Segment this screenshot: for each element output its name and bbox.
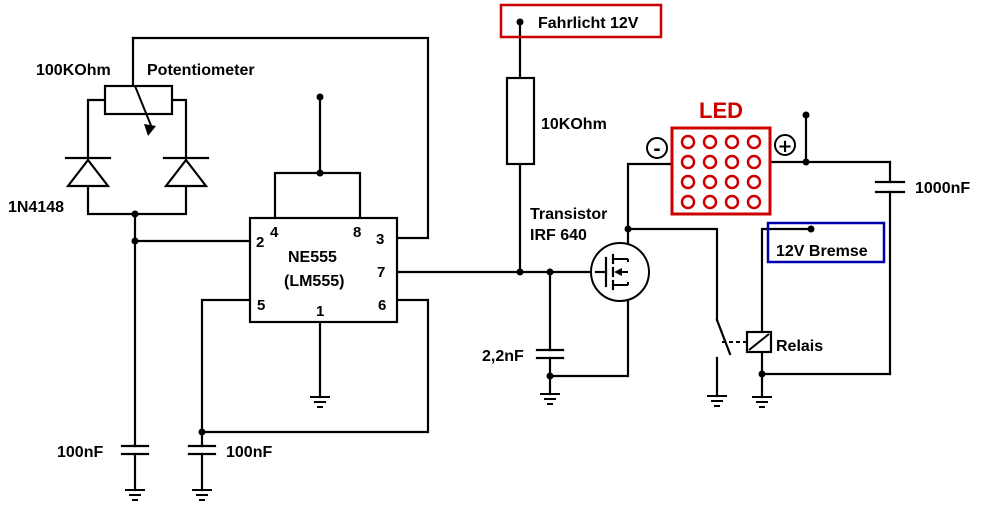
- transistor-label-1: Transistor: [530, 206, 607, 223]
- resistor-label: 10KOhm: [541, 116, 607, 133]
- diode-right: [162, 156, 210, 188]
- capacitor-left: [120, 444, 150, 492]
- ic-name-label: NE555: [288, 249, 337, 266]
- led-dot: [724, 134, 740, 150]
- ground-symbols: [125, 393, 772, 501]
- cap-gate-label: 2,2nF: [482, 348, 524, 365]
- fahrlicht-box: [499, 3, 663, 39]
- led-dot: [724, 194, 740, 210]
- ic-ne555: [248, 216, 399, 324]
- junction-dots: [131, 18, 815, 436]
- pin-2-label: 2: [256, 234, 264, 251]
- svg-text:+: +: [777, 136, 792, 157]
- led-dot: [724, 174, 740, 190]
- led-dot: [680, 134, 696, 150]
- resistor-10k: [505, 76, 536, 166]
- transistor-symbol: [590, 242, 650, 302]
- bremse-label: 12V Bremse: [776, 243, 868, 260]
- led-dot: [680, 154, 696, 170]
- relais-label: Relais: [776, 338, 823, 355]
- led-minus-sign: -: [646, 137, 668, 160]
- potentiometer-label: Potentiometer: [147, 62, 255, 79]
- transistor-label-2: IRF 640: [530, 227, 587, 244]
- pin-4-label: 4: [270, 224, 279, 241]
- cap-left-label: 100nF: [57, 444, 103, 461]
- led-dot: [702, 174, 718, 190]
- led-panel: [670, 126, 772, 216]
- led-dot: [746, 174, 762, 190]
- pin-5-label: 5: [257, 297, 265, 314]
- led-dot: [746, 194, 762, 210]
- diode-left: [64, 156, 112, 188]
- capacitor-mid: [187, 444, 217, 492]
- capacitor-right: [874, 180, 906, 194]
- pin-6-label: 6: [378, 297, 386, 314]
- led-dot: [680, 194, 696, 210]
- pin-8-label: 8: [353, 224, 361, 241]
- wires: [86, 20, 892, 448]
- cap-right-label: 1000nF: [915, 180, 970, 197]
- led-dot: [746, 154, 762, 170]
- pin-3-label: 3: [376, 231, 384, 248]
- led-dot: [702, 194, 718, 210]
- led-plus-sign: +: [774, 134, 796, 157]
- led-dot: [702, 134, 718, 150]
- cap-mid-label: 100nF: [226, 444, 272, 461]
- svg-text:-: -: [653, 139, 660, 160]
- capacitor-gate: [535, 348, 565, 360]
- led-label: LED: [699, 98, 743, 123]
- pin-7-label: 7: [377, 264, 385, 281]
- diode-label: 1N4148: [8, 199, 64, 216]
- potentiometer-value-label: 100KOhm: [36, 62, 111, 79]
- led-dot: [746, 134, 762, 150]
- fahrlicht-label: Fahrlicht 12V: [538, 15, 639, 32]
- led-dot: [724, 154, 740, 170]
- led-dot: [702, 154, 718, 170]
- ic-alt-label: (LM555): [284, 273, 344, 290]
- led-dot: [680, 174, 696, 190]
- pin-1-label: 1: [316, 303, 324, 320]
- led-dot-grid: [680, 134, 762, 210]
- potentiometer-symbol: [103, 84, 174, 136]
- bremse-box: [766, 221, 886, 264]
- relay-symbol: [715, 318, 773, 356]
